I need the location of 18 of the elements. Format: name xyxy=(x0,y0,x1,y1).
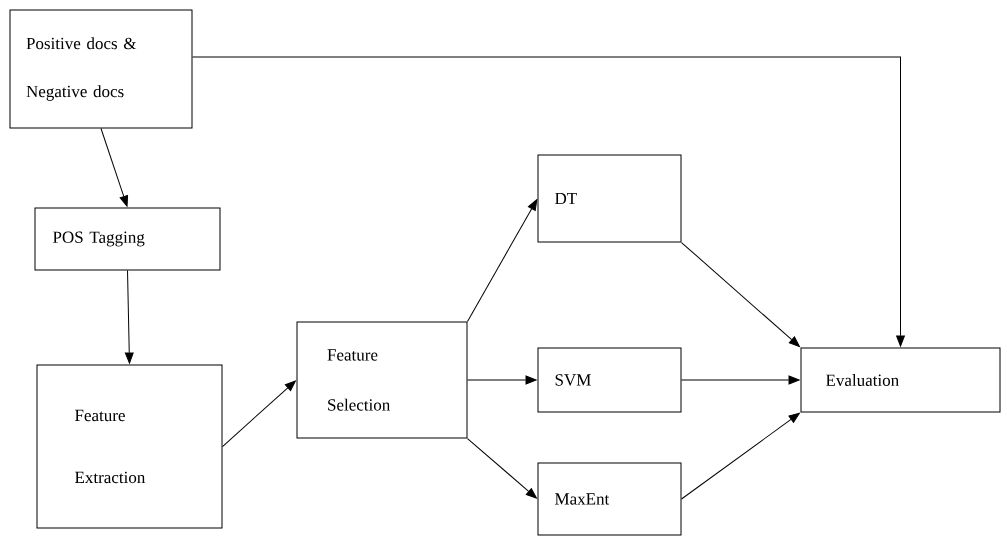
arrow xyxy=(192,56,905,347)
process-box: SVM xyxy=(537,347,682,413)
process-box: DT xyxy=(537,154,682,243)
arrow xyxy=(681,375,800,385)
process-box: Positive docs & Negative docs xyxy=(9,9,193,129)
arrow xyxy=(222,380,296,447)
arrow xyxy=(100,128,129,207)
process-box: POS Tagging xyxy=(34,207,221,271)
arrow xyxy=(124,270,134,364)
arrow xyxy=(467,438,537,499)
arrow xyxy=(467,375,537,385)
process-box: Feature Extraction xyxy=(36,364,223,529)
process-box: Feature Selection xyxy=(296,321,468,439)
process-box: Evaluation xyxy=(800,347,1001,413)
arrow xyxy=(681,242,800,348)
arrow xyxy=(681,412,800,500)
arrow xyxy=(467,199,538,322)
process-box: MaxEnt xyxy=(537,462,682,536)
